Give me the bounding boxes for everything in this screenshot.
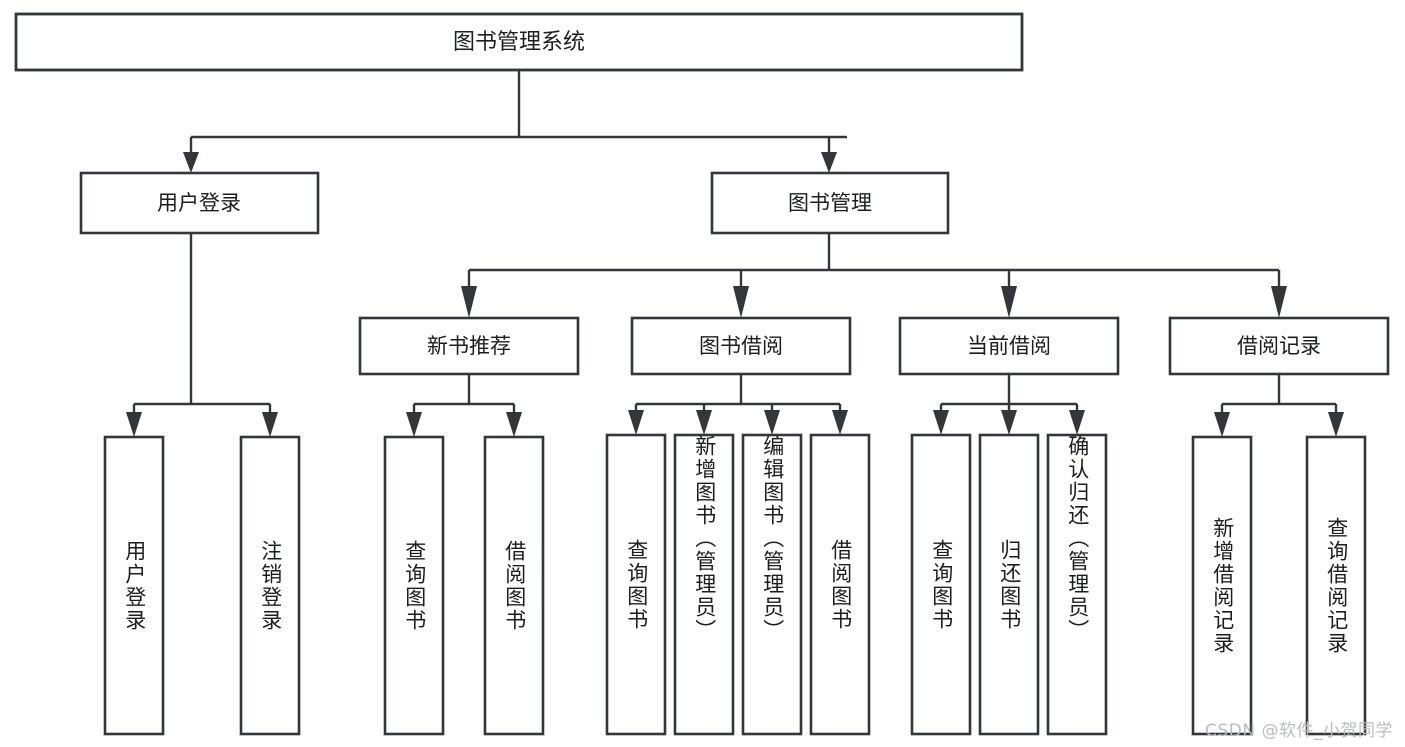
leaf-box-logout[interactable] <box>239 435 301 736</box>
arrow-head-book-borrow <box>733 286 749 318</box>
leaf-box-query-book-2[interactable] <box>605 433 667 736</box>
node-borrow-record-label: 借阅记录 <box>1237 334 1321 358</box>
leaf-box-borrow-book-2[interactable] <box>809 433 871 736</box>
node-new-book-recommend-label: 新书推荐 <box>427 334 511 358</box>
leaf-box-add-book[interactable] <box>673 433 735 736</box>
node-new-book-recommend[interactable]: 新书推荐 <box>358 316 580 376</box>
node-borrow-record[interactable]: 借阅记录 <box>1168 316 1390 376</box>
leaf-box-user-login[interactable] <box>103 435 165 736</box>
node-book-manage-label: 图书管理 <box>788 191 872 215</box>
connector-book-manage-to-level3 <box>461 233 1287 318</box>
node-root-label: 图书管理系统 <box>453 30 585 55</box>
connector-borrow-record-to-leaves <box>1214 374 1344 437</box>
node-root[interactable]: 图书管理系统 <box>14 12 1024 72</box>
leaf-box-query-book-1[interactable] <box>383 435 445 736</box>
connector-root-to-level2 <box>183 70 847 173</box>
arrow-head-borrow-record <box>1271 286 1287 318</box>
node-user-login-label: 用户登录 <box>157 191 241 215</box>
node-book-borrow[interactable]: 图书借阅 <box>630 316 852 376</box>
connector-current-borrow-to-leaves <box>933 374 1085 435</box>
connector-user-login-to-leaves <box>126 233 278 437</box>
watermark-text: CSDN @软件_小贺同学 <box>1205 721 1393 741</box>
arrow-head-new-book <box>461 286 477 318</box>
connector-book-borrow-to-leaves <box>628 374 848 435</box>
leaf-box-return-book[interactable] <box>978 433 1040 736</box>
arrow-head-current-borrow <box>1001 286 1017 318</box>
arrow-head-user-login <box>183 152 199 173</box>
node-current-borrow-label: 当前借阅 <box>967 334 1051 358</box>
node-user-login[interactable]: 用户登录 <box>79 171 320 235</box>
leaf-box-confirm-return[interactable] <box>1046 433 1108 736</box>
arrow-head-book-manage <box>821 152 837 173</box>
node-current-borrow[interactable]: 当前借阅 <box>898 316 1120 376</box>
leaf-box-query-record[interactable] <box>1305 435 1367 736</box>
leaf-box-add-record[interactable] <box>1191 435 1253 736</box>
leaf-box-edit-book[interactable] <box>741 433 803 736</box>
connector-new-book-to-leaves <box>406 374 522 437</box>
node-book-borrow-label: 图书借阅 <box>699 334 783 358</box>
node-book-manage[interactable]: 图书管理 <box>710 171 950 235</box>
leaf-box-query-book-3[interactable] <box>910 433 972 736</box>
leaf-box-borrow-book-1[interactable] <box>483 435 545 736</box>
